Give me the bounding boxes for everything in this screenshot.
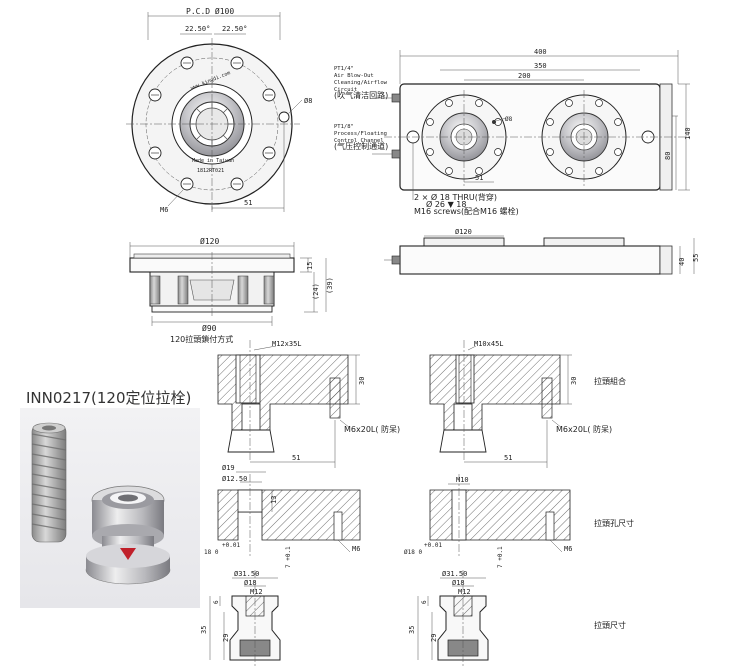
- plate-dim-51: 51: [475, 174, 483, 182]
- bolt-note-2: Ø 26 ▼ 18: [426, 199, 466, 209]
- stud-a: Ø31.50 Ø18 M12 6 35 29: [200, 570, 281, 668]
- port-bot-2: Process/Floating: [334, 131, 387, 137]
- hole-a-tol-base: 18 0: [204, 549, 219, 556]
- hole-a-1250: Ø12.50: [222, 475, 247, 483]
- section-a-30: 30: [358, 377, 366, 385]
- stud-b: Ø31.50 Ø18 M12 6 35 29 拉頭尺寸: [408, 570, 626, 668]
- hole-a: Ø19 Ø12.50 13 +0.01 18 0 7 +0.1 M6: [204, 464, 360, 568]
- stud-a-6: 6: [213, 600, 220, 604]
- plate-dim-80: 80: [664, 152, 672, 160]
- section-a-51: 51: [292, 454, 300, 462]
- stud-a-35: 35: [200, 626, 208, 634]
- bolt-note-3: M16 screws(配合M16 螺栓): [414, 206, 519, 216]
- plate-side-40: 40: [678, 258, 686, 266]
- plate-dim-140: 140: [684, 127, 692, 140]
- stud-b-18: Ø18: [452, 579, 465, 587]
- section-a: M12x35L 30 M6x20L( 防呆) 51: [217, 340, 400, 468]
- stud-b-35: 35: [408, 626, 416, 634]
- hole-b-depth: 7 +0.1: [497, 546, 504, 568]
- side-dim-24: (24): [312, 283, 320, 300]
- section-b-30: 30: [570, 377, 578, 385]
- stud-b-m12: M12: [458, 588, 471, 596]
- plate-side-view: Ø120 40 55: [384, 228, 700, 275]
- stud-a-18: Ø18: [244, 579, 257, 587]
- section-a-thread: M12x35L: [272, 340, 302, 348]
- top-view: P.C.D Ø100 22.50° 22.50°: [126, 6, 312, 214]
- stud-b-3150: Ø31.50: [442, 570, 467, 578]
- stud-a-29: 29: [222, 634, 230, 642]
- pcd-label: P.C.D Ø100: [186, 6, 234, 16]
- port-bot-4: (气压控制通道): [334, 141, 388, 151]
- hole-b-side-label: 拉頭孔尺寸: [594, 518, 634, 528]
- port-bot-3: Control Channel: [334, 138, 384, 144]
- plate-hole-8: Ø8: [505, 116, 513, 123]
- plate-side-120: Ø120: [455, 228, 472, 236]
- port-top-1: PT1/4": [334, 66, 354, 72]
- hole-b-tol-top: +0.01: [424, 542, 442, 549]
- hole-b-m10: M10: [456, 476, 469, 484]
- plate-dim-200: 200: [518, 72, 531, 80]
- hole-a-13: 13: [270, 496, 278, 504]
- side-dim-39: (39): [326, 277, 334, 294]
- plate-side-55: 55: [692, 254, 700, 262]
- plate-dim-350: 350: [534, 62, 547, 70]
- section-b-thread: M10x45L: [474, 340, 504, 348]
- section-b-pin: M6x20L( 防呆): [556, 424, 612, 434]
- hole-b-tol-base: Ø18 0: [404, 549, 422, 556]
- port-top-2: Air Blow-Out: [334, 73, 374, 79]
- angle-right: 22.50°: [222, 25, 247, 33]
- engraving-made: Made in Taiwan: [192, 158, 234, 164]
- offset-51: 51: [244, 199, 252, 207]
- stud-a-m12: M12: [250, 588, 263, 596]
- section-b-51: 51: [504, 454, 512, 462]
- screw-label: M6: [160, 206, 168, 214]
- hole-a-tol-top: +0.01: [222, 542, 240, 549]
- part-title: INN0217(120定位拉栓): [26, 389, 192, 407]
- side-dim-90: Ø90: [202, 323, 217, 333]
- plate-view: 400 350 200: [334, 48, 692, 216]
- hole-dia: Ø8: [304, 97, 312, 105]
- section-b-side-label: 拉頭組合: [594, 376, 626, 386]
- side-dim-15: 15: [306, 262, 314, 270]
- stud-b-29: 29: [430, 634, 438, 642]
- hole-b: M10 +0.01 Ø18 0 7 +0.1 M6 拉頭孔尺寸: [404, 474, 634, 568]
- section-a-pin: M6x20L( 防呆): [344, 424, 400, 434]
- stud-b-side-label: 拉頭尺寸: [594, 620, 626, 630]
- stud-a-3150: Ø31.50: [234, 570, 259, 578]
- side-view: Ø120 Ø90 15 (24) (39) 120拉頭鎖付方式: [129, 236, 334, 344]
- hole-a-m6: M6: [352, 545, 360, 553]
- port-top-3: Cleaning/Airflow: [334, 80, 388, 86]
- stud-b-6: 6: [421, 600, 428, 604]
- angle-left: 22.50°: [185, 25, 210, 33]
- hole-b-m6: M6: [564, 545, 572, 553]
- side-dim-120: Ø120: [200, 236, 219, 246]
- port-top-4: Circuit: [334, 87, 357, 93]
- section-a-caption: 120拉頭鎖付方式: [170, 334, 233, 344]
- plate-dim-400: 400: [534, 48, 547, 56]
- product-render: [31, 422, 171, 585]
- port-top-5: (吹气清洁回路): [334, 90, 388, 100]
- bolt-note-1: 2 × Ø 18 THRU(背穿): [414, 192, 497, 202]
- hole-a-depth: 7 +0.1: [285, 546, 292, 568]
- section-b: M10x45L 30 M6x20L( 防呆) 51 拉頭組合: [429, 340, 626, 468]
- engraving-serial: 1812RT021: [197, 168, 224, 174]
- port-bot-1: PT1/8": [334, 124, 354, 130]
- hole-a-19: Ø19: [222, 464, 235, 472]
